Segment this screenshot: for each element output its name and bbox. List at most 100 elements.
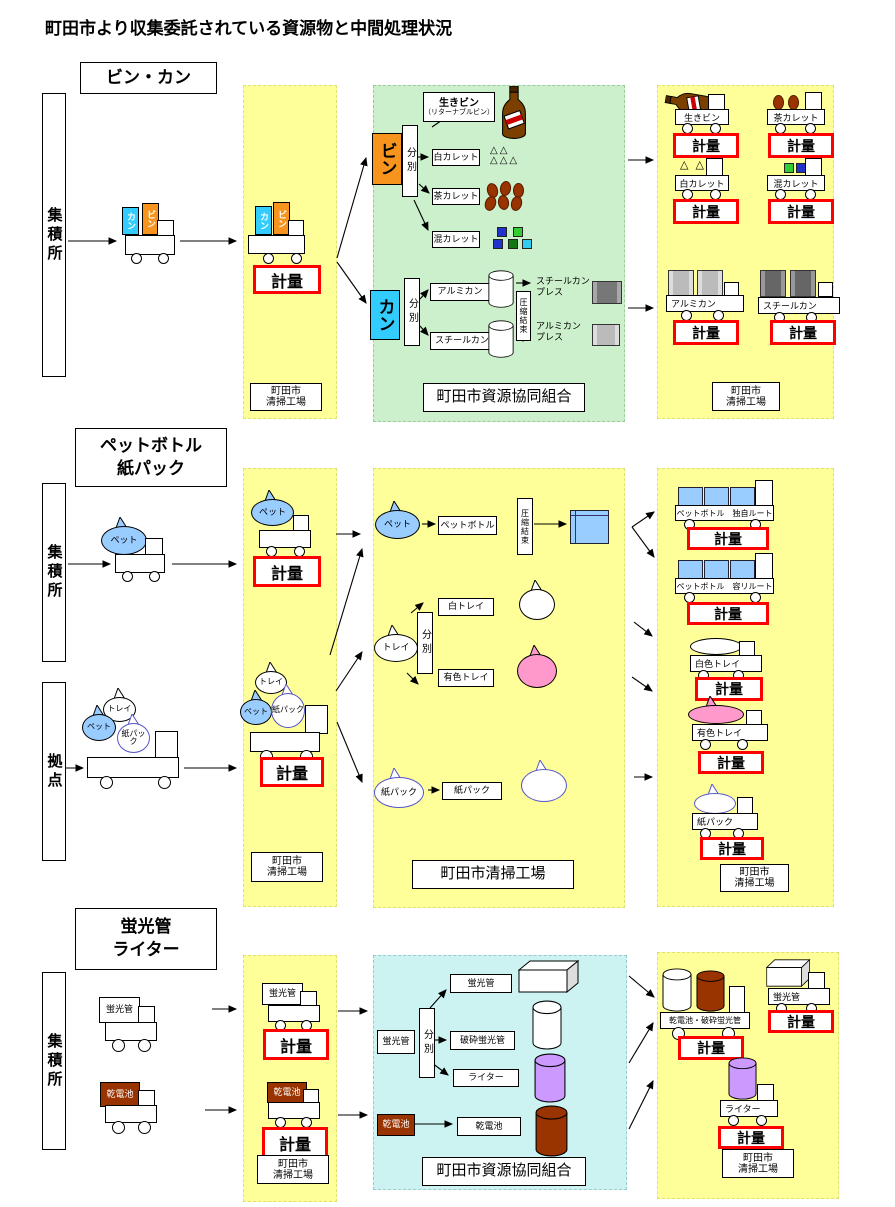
- source-bar-kyoten: 拠点: [42, 682, 66, 861]
- truck-bed: 乾電池・破砕蛍光管: [660, 1012, 750, 1029]
- seiso-kojo-label: 町田市 清掃工場: [257, 1155, 329, 1184]
- section2-header: ペットボトル 紙パック: [75, 428, 227, 487]
- steel-bale-icon: [790, 270, 816, 297]
- ikibin-sublabel: （リターナブルビン）: [424, 108, 494, 116]
- keiryo-box: 計量: [253, 265, 321, 294]
- cylinder-icon: [488, 320, 514, 358]
- truck-wheel: [263, 253, 274, 264]
- truck-bed: [125, 235, 175, 255]
- pet-bale-icon: [678, 560, 703, 580]
- truck-bed: アルミカン: [666, 295, 744, 312]
- cullet-triangles: △△ △△△: [490, 145, 520, 166]
- truck-bed: 白カレット: [675, 175, 729, 191]
- keiryo-box: 計量: [768, 133, 834, 158]
- cullet-square: [508, 239, 518, 249]
- truck-bed: ライター: [720, 1100, 778, 1117]
- pink-tray-balloon: [517, 645, 557, 688]
- keiryo-box: 計量: [263, 1029, 329, 1060]
- truck-cab: [305, 705, 328, 734]
- pet-balloon: ペット: [101, 517, 147, 555]
- seiso-kojo-label: 町田市 清掃工場: [250, 383, 322, 411]
- truck-bed: スチールカン: [758, 297, 840, 314]
- cullet-square: [784, 163, 794, 173]
- cargo-bin: ビン: [142, 203, 159, 235]
- pet-bale-icon: [730, 560, 755, 580]
- alumi-press-label: アルミカン プレス: [536, 321, 581, 343]
- seiso-kojo-label: 町田市 清掃工場: [722, 1149, 794, 1178]
- hasai-box: 破砕蛍光管: [450, 1031, 515, 1050]
- kamipack-balloon: 紙パック: [271, 684, 305, 728]
- alumi-can-box: アルミカン: [430, 283, 490, 301]
- alumi-bale-icon: [668, 270, 694, 297]
- seiso-kojo-label-1line: 町田市清掃工場: [412, 860, 574, 889]
- keiryo-box: 計量: [673, 133, 739, 158]
- bunbetsu-box-tray: 分別: [417, 612, 433, 674]
- keiryo-box: 計量: [678, 1036, 744, 1060]
- truck-wheel: [112, 1039, 125, 1052]
- cullet-square: [493, 239, 503, 249]
- truck-bed: ペットボトル 容リルート: [675, 578, 774, 594]
- pet-bale-icon: [730, 487, 755, 507]
- tray-balloon: トレイ: [255, 662, 287, 694]
- denchi-out-box: 乾電池: [457, 1117, 521, 1136]
- pet-bale-icon: [678, 487, 703, 507]
- keiko-node: 蛍光管: [377, 1030, 415, 1054]
- cylinder-icon: [535, 1105, 568, 1157]
- cylinder-icon: [532, 1000, 562, 1050]
- truck-bed: 生きビン: [675, 109, 729, 125]
- cullet-square: [513, 227, 523, 237]
- truck-bed: 混カレット: [767, 175, 825, 191]
- kamipack-balloon: 紙パック: [374, 768, 424, 808]
- truck-bed: 紙パック: [692, 813, 758, 830]
- truck-wheel: [131, 253, 142, 264]
- truck-wheel: [138, 1039, 151, 1052]
- keiryo-box: 計量: [700, 837, 764, 860]
- bin-node: ビン: [372, 133, 402, 185]
- brown-cullet-icon: [773, 95, 784, 110]
- seiso-kojo-label: 町田市 清掃工場: [251, 852, 323, 882]
- white-tray-icon: [690, 638, 742, 655]
- keiryo-box: 計量: [695, 677, 763, 701]
- cylinder-icon: [662, 968, 692, 1012]
- denchi-cargo-box: 乾電池: [267, 1082, 307, 1103]
- source-bar-shusekijo-1: 集積所: [42, 93, 66, 377]
- kamipack-balloon: 紙パック: [117, 714, 150, 753]
- kumiai-label-1: 町田市資源協同組合: [423, 383, 585, 412]
- bunbetsu-box-bin: 分別: [402, 125, 418, 197]
- keiryo-box: 計量: [770, 320, 836, 345]
- cargo-kan: カン: [122, 207, 139, 235]
- truck-wheel: [158, 776, 171, 789]
- cylinder-icon: [488, 270, 514, 308]
- yushoku-tray-box: 有色トレイ: [438, 669, 494, 687]
- steel-can-box: スチールカン: [430, 332, 494, 350]
- keiko-cargo-box: 蛍光管: [262, 983, 303, 1005]
- white-tray-balloon: [519, 580, 555, 620]
- ikibin-label: 生きビン: [439, 97, 479, 109]
- bottle-icon: [502, 86, 526, 139]
- truck-bed: [250, 732, 320, 752]
- section1-header: ビン・カン: [80, 62, 217, 94]
- keiryo-box: 計量: [673, 199, 739, 224]
- bunbetsu-box-kan: 分別: [404, 278, 420, 346]
- truck-bed: [248, 235, 305, 254]
- truck-bed: [105, 1022, 157, 1041]
- cylinder-icon: [728, 1057, 757, 1100]
- keiryo-box: 計量: [687, 527, 769, 550]
- keiryo-box: 計量: [698, 751, 764, 774]
- kamipack-box: 紙パック: [442, 782, 502, 800]
- truck-bed: [115, 554, 165, 573]
- asshuku-box-1: 圧縮結束: [516, 291, 531, 341]
- truck-wheel: [291, 253, 302, 264]
- keiryo-box: 計量: [687, 602, 769, 625]
- truck-cab: [755, 480, 773, 507]
- keiko-out-box: 蛍光管: [450, 974, 512, 993]
- asshuku-box-2: 圧縮結束: [517, 498, 533, 555]
- truck-cab: [755, 553, 773, 580]
- kan-node: カン: [370, 290, 400, 340]
- kon-cullet-box: 混カレット: [432, 231, 480, 248]
- truck-bed: [268, 1102, 320, 1119]
- cullet-triangles: △ △: [680, 159, 706, 171]
- source-bar-shusekijo-2: 集積所: [42, 483, 66, 662]
- brown-cullet-icon: [788, 95, 799, 110]
- truck-bed: 有色トレイ: [692, 724, 768, 741]
